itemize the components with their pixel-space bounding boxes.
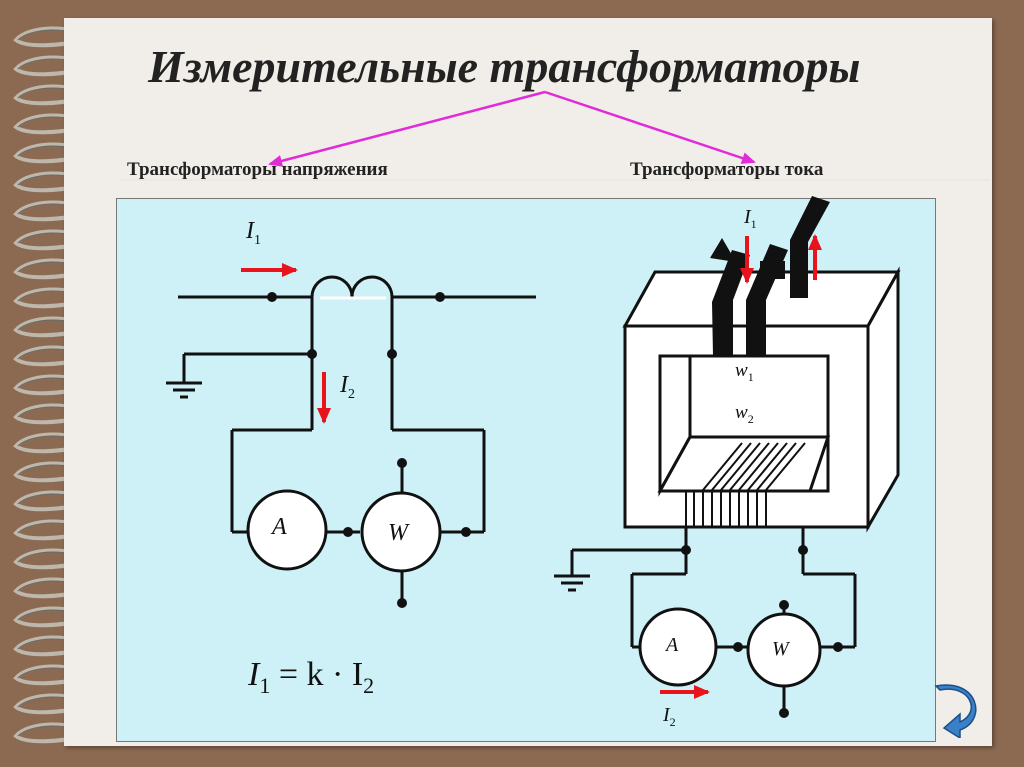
arrow-to-voltage [268,90,546,167]
wattmeter-current-circuit [746,612,822,688]
branch-voltage-label: Трансформаторы напряжения [127,159,388,180]
wattmeter-voltage-circuit [360,491,442,573]
ratio-formula: I1 = k · I2 [248,656,375,698]
current-transformer-circuit [570,527,857,712]
ammeter-current-circuit [638,607,718,687]
label-i2-voltage: I2 [340,372,355,402]
return-arrow-icon[interactable] [930,682,980,738]
ground-icon [166,381,202,399]
arrow-to-current [544,90,756,164]
label-w2: w2 [735,402,754,426]
ground-icon [554,574,590,592]
wattmeter-label-current: W [772,638,789,660]
label-w1: w1 [735,360,754,384]
slide-title: Измерительные трансформаторы [148,41,861,92]
voltage-junctions [267,292,471,608]
transformer-core [622,266,901,533]
voltage-transformer-circuit [178,275,536,603]
label-i2-current: I2 [663,704,676,729]
ammeter-label-voltage: A [272,514,287,540]
branch-arrows [120,90,990,181]
current-junctions [681,545,843,718]
ammeter-voltage-circuit [246,489,328,571]
wattmeter-label-voltage: W [388,520,408,546]
ammeter-label-current: A [666,634,679,656]
secondary-winding [685,442,806,527]
branch-current-label: Трансформаторы тока [630,159,824,180]
label-i1-voltage: I1 [246,218,261,248]
label-i1-current: I1 [744,206,757,231]
